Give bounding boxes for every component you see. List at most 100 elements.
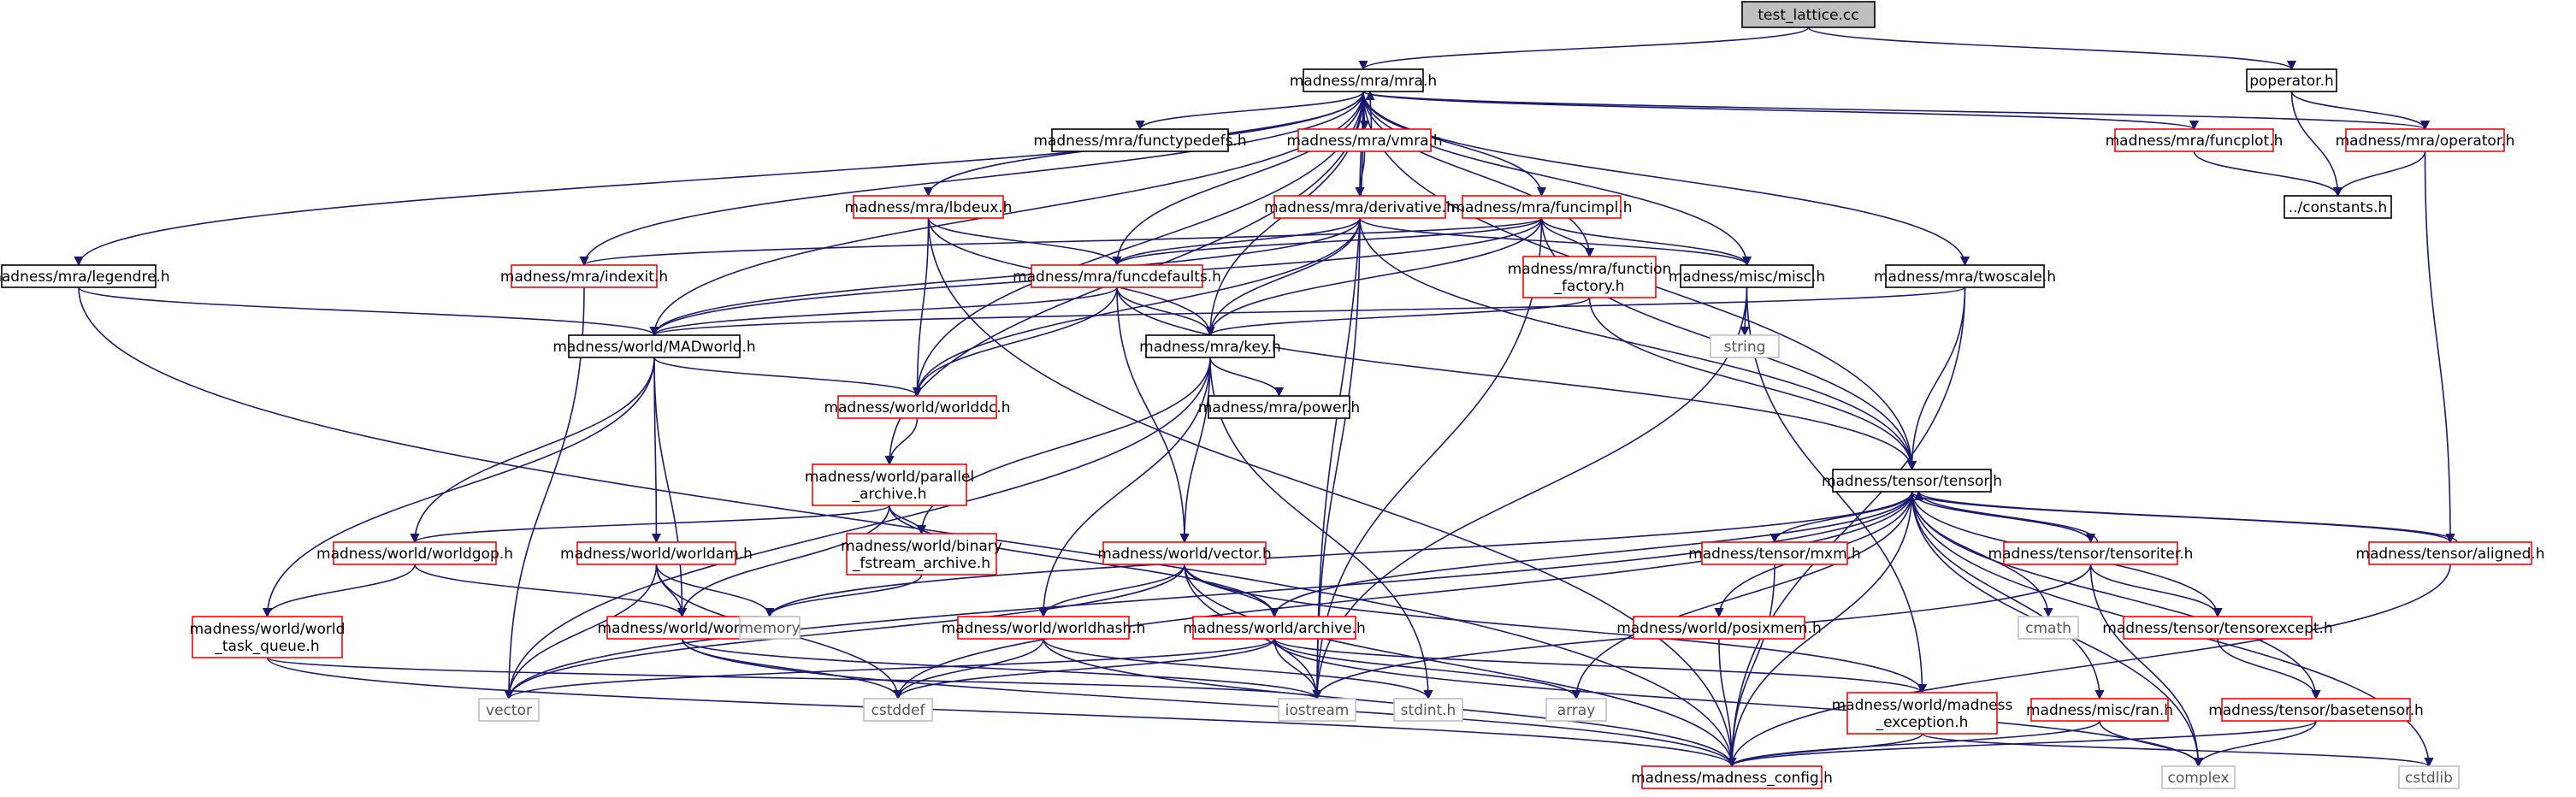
edge-basetensor_h-to-madness_config_h bbox=[1727, 720, 2317, 768]
node-tensor-h[interactable]: madness/tensor/tensor.h bbox=[1822, 469, 2002, 493]
node-label: madness/world/world bbox=[190, 621, 346, 638]
edge-mxm_h-to-madness_config_h bbox=[1727, 564, 1775, 768]
node-parallel-archive-h[interactable]: madness/world/parallel_archive.h bbox=[805, 463, 974, 506]
node-layer: test_lattice.cc madness/mra/mra.h poperato… bbox=[0, 1, 2545, 789]
node-label: cstdlib bbox=[2405, 770, 2453, 787]
node-functypedefs-h[interactable]: madness/mra/functypedefs.h bbox=[1033, 128, 1247, 152]
node-twoscale-h[interactable]: madness/mra/twoscale.h bbox=[1874, 264, 2056, 288]
node-test-lattice[interactable]: test_lattice.cc bbox=[1741, 1, 1876, 28]
node-mxm-h[interactable]: madness/tensor/mxm.h bbox=[1688, 541, 1861, 565]
node-legendre-h[interactable]: madness/mra/legendre.h bbox=[0, 264, 170, 288]
edge-mra_h-to-function_factory_h bbox=[1362, 91, 1595, 258]
node-madness-exception-h[interactable]: madness/world/madness_exception.h bbox=[1832, 692, 2013, 735]
node-operator-h[interactable]: madness/mra/operator.h bbox=[2336, 128, 2515, 152]
node-funcimpl-h[interactable]: madness/mra/funcimpl.h bbox=[1451, 195, 1633, 219]
node-madness-config-h[interactable]: madness/madness_config.h bbox=[1631, 765, 1833, 789]
node-vector: vector bbox=[478, 698, 540, 722]
node-worldgop-h[interactable]: madness/world/worldgop.h bbox=[316, 541, 513, 565]
node-box bbox=[576, 541, 736, 565]
edge-funcimpl_h-to-indexit_h bbox=[579, 217, 1543, 267]
edge-posixmem_h-to-madness_config_h bbox=[1718, 638, 1737, 768]
edge-lbdeux_h-to-worlddc_h bbox=[912, 217, 930, 398]
node-lbdeux-h[interactable]: madness/mra/lbdeux.h bbox=[845, 195, 1013, 219]
node-label: madness/mra/function bbox=[1508, 261, 1672, 278]
node-box bbox=[1701, 541, 1848, 565]
node-label: madness/madness_config.h bbox=[1631, 770, 1833, 787]
node-label: madness/mra/operator.h bbox=[2336, 133, 2515, 150]
node-cstddef: cstddef bbox=[863, 698, 933, 722]
node-constants-h[interactable]: ../constants.h bbox=[2284, 195, 2392, 219]
node-label: array bbox=[1557, 702, 1596, 719]
node-indexit-h[interactable]: madness/mra/indexit.h bbox=[500, 264, 668, 288]
edge-worldgop_h-to-world_task_queue_h bbox=[262, 564, 416, 618]
edge-derivative_h-to-key_h bbox=[1205, 217, 1361, 337]
node-vector-h[interactable]: madness/world/vector.h bbox=[1097, 541, 1272, 565]
node-aligned-h[interactable]: madness/tensor/aligned.h bbox=[2355, 541, 2545, 565]
node-box bbox=[568, 334, 741, 358]
node-box bbox=[1145, 334, 1275, 358]
node-box bbox=[1462, 195, 1622, 219]
node-box bbox=[812, 463, 967, 506]
node-funcdefaults-h[interactable]: madness/mra/funcdefaults.h bbox=[1013, 264, 1221, 288]
node-function-factory-h[interactable]: madness/mra/function_factory.h bbox=[1508, 256, 1672, 298]
node-box bbox=[846, 533, 997, 576]
node-label: madness/tensor/aligned.h bbox=[2355, 546, 2544, 563]
edge-function_factory_h-to-key_h bbox=[1205, 297, 1591, 337]
node-key-h[interactable]: madness/mra/key.h bbox=[1139, 334, 1281, 358]
node-madworld-h[interactable]: madness/world/MADworld.h bbox=[552, 334, 756, 358]
node-basetensor-h[interactable]: madness/tensor/basetensor.h bbox=[2208, 698, 2424, 722]
node-power-h[interactable]: madness/mra/power.h bbox=[1198, 395, 1360, 419]
edge-mra_h-to-legendre_h bbox=[74, 91, 1364, 267]
edge-funcdefaults_h-to-vector_h bbox=[1116, 286, 1190, 544]
edge-derivative_h-to-tensor_h bbox=[1359, 217, 1917, 471]
node-box bbox=[1680, 264, 1814, 288]
edge-mra_h-to-functypedefs_h bbox=[1135, 91, 1364, 131]
node-mra-h[interactable]: madness/mra/mra.h bbox=[1290, 68, 1437, 92]
node-posixmem-h[interactable]: madness/world/posixmem.h bbox=[1616, 616, 1822, 640]
node-worldhash-h[interactable]: madness/world/worldhash.h bbox=[942, 616, 1146, 640]
edge-derivative_h-to-worlddc_h bbox=[912, 217, 1361, 398]
edge-archive_h-to-madness_exception_h bbox=[1273, 638, 1927, 694]
edge-parallel_archive_h-to-worldgop_h bbox=[410, 505, 890, 544]
node-label: _exception.h bbox=[1876, 714, 1969, 731]
node-label: madness/mra/funcplot.h bbox=[2106, 133, 2284, 150]
node-poperator-h[interactable]: poperator.h bbox=[2246, 68, 2337, 92]
edge-tensor_h-to-madness_config_h bbox=[1727, 491, 1913, 768]
edge-parallel_archive_h-to-archive_h bbox=[889, 505, 1279, 618]
node-box bbox=[1031, 264, 1203, 288]
node-world-task-queue-h[interactable]: madness/world/world_task_queue.h bbox=[190, 616, 346, 658]
node-box bbox=[2114, 128, 2274, 152]
edge-worldhash_h-to-stdint_h bbox=[1043, 638, 1433, 700]
edge-madworld_h-to-worlddc_h bbox=[653, 357, 922, 398]
node-box bbox=[1545, 698, 1607, 722]
node-archive-h[interactable]: madness/world/archive.h bbox=[1183, 616, 1366, 640]
node-world-h[interactable]: madness/world/world.h bbox=[598, 616, 767, 640]
node-derivative-h[interactable]: madness/mra/derivative.h bbox=[1264, 195, 1456, 219]
node-string: string bbox=[1710, 334, 1780, 358]
node-label: madness/mra/legendre.h bbox=[0, 269, 170, 286]
node-worldam-h[interactable]: madness/world/worldam.h bbox=[560, 541, 753, 565]
node-label: madness/mra/key.h bbox=[1139, 339, 1281, 356]
node-box bbox=[2161, 765, 2236, 789]
node-ran-h[interactable]: madness/misc/ran.h bbox=[2026, 698, 2173, 722]
node-label: madness/mra/vmra.h bbox=[1286, 133, 1442, 150]
node-label: madness/world/parallel bbox=[805, 469, 974, 486]
node-worlddc-h[interactable]: madness/world/worlddc.h bbox=[824, 395, 1011, 419]
node-box bbox=[1633, 616, 1805, 640]
node-funcplot-h[interactable]: madness/mra/funcplot.h bbox=[2106, 128, 2284, 152]
node-tensoriter-h[interactable]: madness/tensor/tensoriter.h bbox=[1988, 541, 2194, 565]
edge-mra_h-to-indexit_h bbox=[579, 91, 1364, 267]
node-label: madness/mra/funcimpl.h bbox=[1451, 199, 1633, 216]
edge-world_task_queue_h-to-madness_config_h bbox=[266, 657, 1737, 768]
node-label: madness/world/worlddc.h bbox=[824, 399, 1010, 416]
node-misc-h[interactable]: madness/misc/misc.h bbox=[1669, 264, 1825, 288]
node-tensorexcept-h[interactable]: madness/tensor/tensorexcept.h bbox=[2102, 616, 2333, 640]
node-box bbox=[1051, 128, 1229, 152]
node-vmra-h[interactable]: madness/mra/vmra.h bbox=[1286, 128, 1443, 152]
node-box bbox=[606, 616, 758, 640]
edge-archive_h-to-vector bbox=[504, 638, 1275, 700]
node-label: ../constants.h bbox=[2289, 199, 2387, 216]
node-binary-fstream-archive-h[interactable]: madness/world/binary_fstream_archive.h bbox=[841, 533, 1002, 576]
node-box bbox=[2030, 698, 2169, 722]
